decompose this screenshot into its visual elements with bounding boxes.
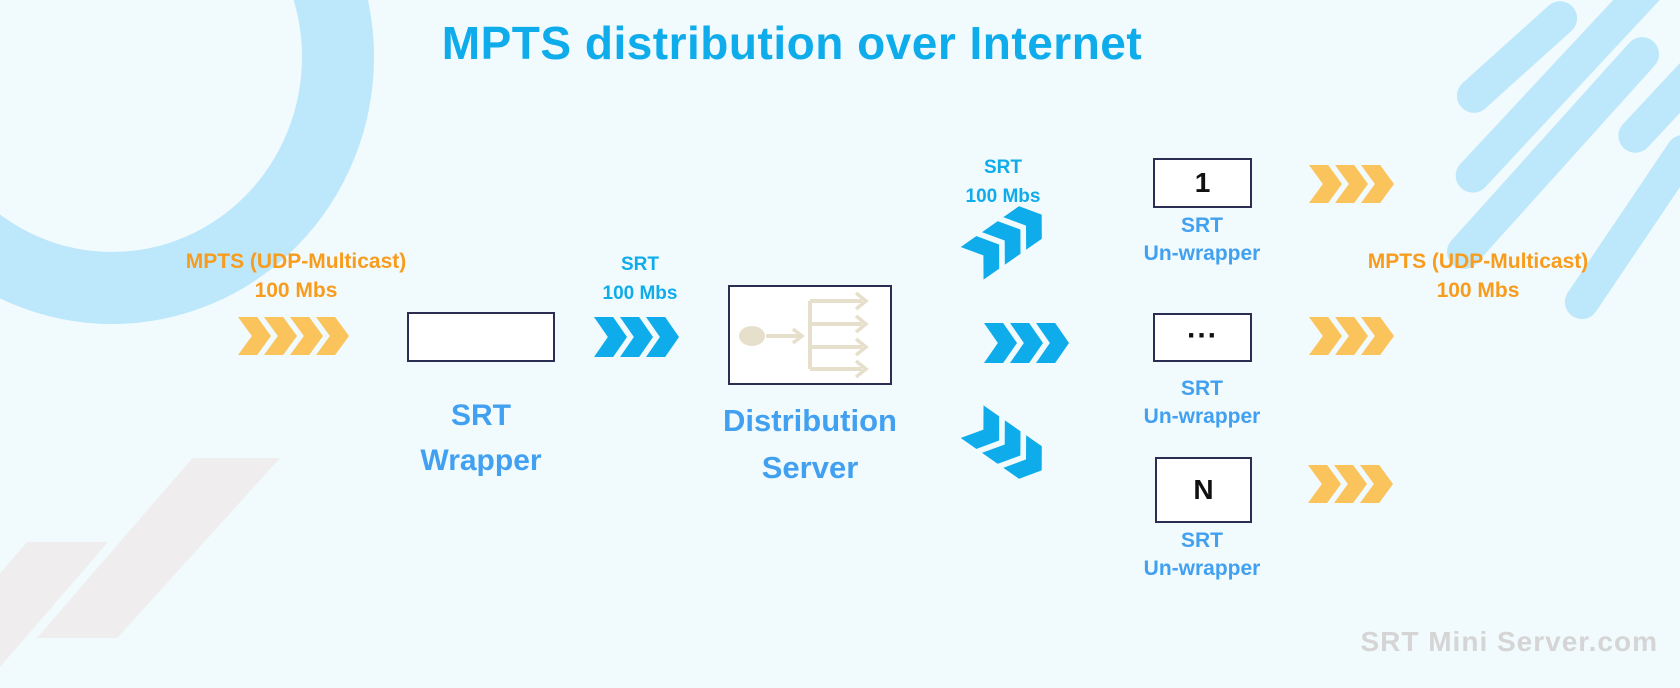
- branch-top-arrow-icon: [961, 202, 1048, 280]
- srt-unwrapper-n-label-line1: SRT: [1181, 529, 1223, 552]
- srt-unwrapper-2-box: ...: [1153, 310, 1252, 362]
- srt-unwrapper-n-box: N: [1155, 457, 1252, 523]
- input-stream-label-line2: 100 Mbs: [254, 278, 338, 302]
- chevron-icon: [1309, 317, 1342, 355]
- distribution-splitter-icon: [739, 291, 869, 379]
- srt-unwrapper-1-box: 1: [1153, 158, 1252, 208]
- distribution-server-label-line1: Distribution: [723, 403, 897, 438]
- output-stream-label-line2: 100 Mbs: [1436, 278, 1520, 302]
- input-flow-arrow-icon: [238, 317, 349, 355]
- srt-unwrapper-2-label-line2: Un-wrapper: [1143, 404, 1261, 428]
- srt-link-label-line2: 100 Mbs: [602, 283, 678, 305]
- chevron-icon: [1309, 165, 1342, 203]
- distribution-server-label-line2: Server: [761, 449, 859, 485]
- watermark-text: SRT Mini Server.com: [1360, 626, 1658, 657]
- srt-wrapper-label-line2: Wrapper: [420, 444, 542, 477]
- srt-unwrapper-1-label-line1: SRT: [1181, 214, 1223, 237]
- srt-unwrapper-2-box-label: ...: [1186, 310, 1218, 344]
- srt-link-label-line1: SRT: [621, 254, 659, 275]
- chevron-icon: [984, 323, 1017, 363]
- srt-unwrapper-2-label-line1: SRT: [1181, 377, 1223, 400]
- page-title: MPTS distribution over Internet: [441, 17, 1143, 69]
- output-arrow-2-icon: [1309, 317, 1394, 355]
- srt-wrapper-label-line1: SRT: [451, 399, 511, 432]
- srt-unwrapper-1-box-label: 1: [1194, 167, 1211, 198]
- output-stream-label-line1: MPTS (UDP-Multicast): [1367, 250, 1589, 273]
- srt-unwrapper-n-label-line2: Un-wrapper: [1143, 556, 1261, 580]
- srt-unwrapper-1-label: SRT Un-wrapper: [1112, 212, 1292, 268]
- srt-unwrapper-n-label: SRT Un-wrapper: [1112, 527, 1292, 583]
- srt-flow-arrow-icon: [594, 317, 679, 357]
- srt-link-label: SRT 100 Mbs: [560, 250, 720, 309]
- srt-wrapper-box: [407, 312, 555, 362]
- input-stream-label: MPTS (UDP-Multicast) 100 Mbs: [156, 248, 436, 306]
- srt-unwrapper-1-label-line2: Un-wrapper: [1143, 241, 1261, 265]
- branch-srt-label-line2: 100 Mbs: [965, 186, 1041, 208]
- branch-srt-label: SRT 100 Mbs: [923, 153, 1083, 212]
- srt-wrapper-label: SRT Wrapper: [381, 393, 581, 483]
- input-stream-label-line1: MPTS (UDP-Multicast): [185, 250, 407, 273]
- srt-unwrapper-2-label: SRT Un-wrapper: [1112, 375, 1292, 431]
- chevron-icon: [594, 317, 627, 357]
- branch-srt-label-line1: SRT: [984, 157, 1022, 178]
- srt-unwrapper-n-box-label: N: [1193, 474, 1214, 505]
- output-arrow-1-icon: [1309, 165, 1394, 203]
- distribution-server-label: Distribution Server: [700, 398, 920, 491]
- chevron-icon: [238, 317, 271, 355]
- output-arrow-n-icon: [1308, 465, 1393, 503]
- chevron-icon: [1308, 465, 1341, 503]
- branch-middle-arrow-icon: [984, 323, 1069, 363]
- branch-bottom-arrow-icon: [961, 405, 1048, 483]
- output-stream-label: MPTS (UDP-Multicast) 100 Mbs: [1338, 248, 1618, 306]
- distribution-server-box: [728, 285, 892, 385]
